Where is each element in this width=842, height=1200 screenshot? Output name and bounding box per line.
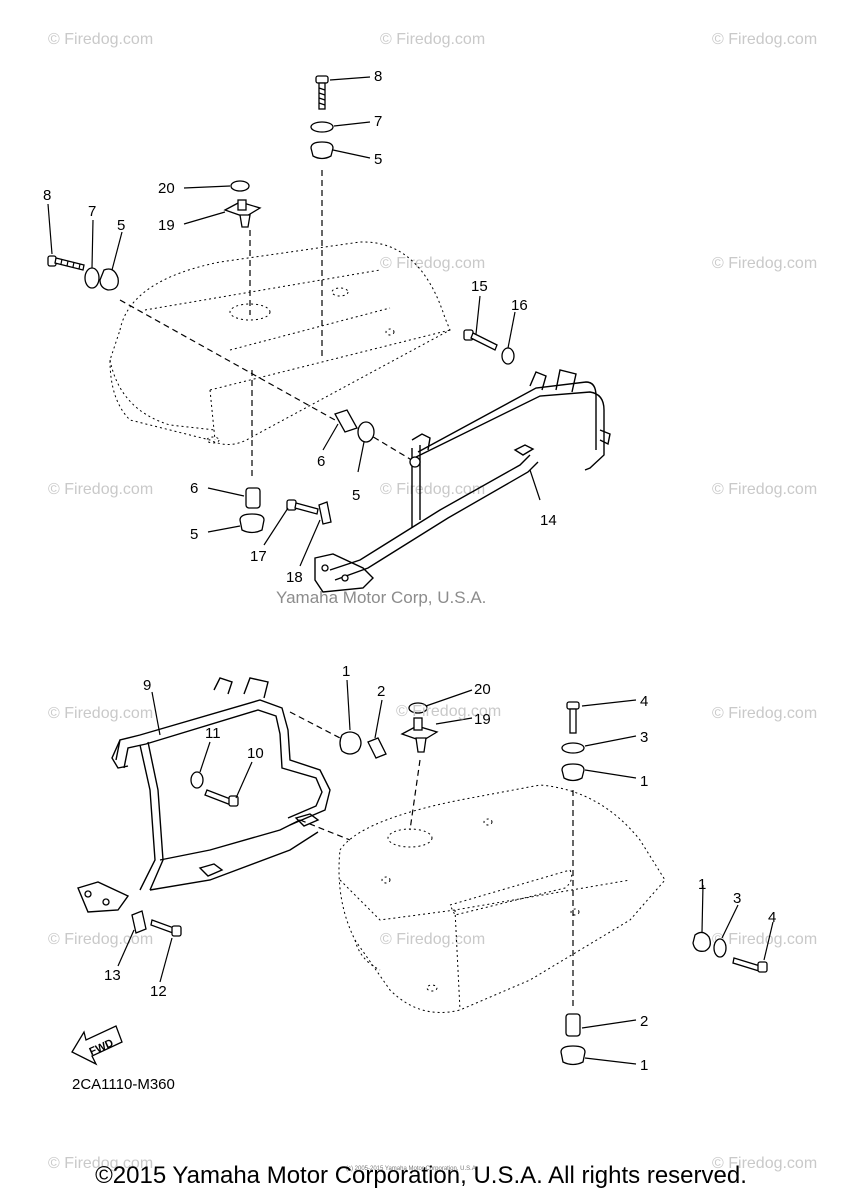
watermark: © Firedog.com (380, 255, 485, 272)
bolt-4-top (566, 701, 580, 734)
callout-19: 19 (158, 217, 175, 234)
watermark: © Firedog.com (380, 481, 485, 498)
callout-4: 4 (768, 909, 776, 926)
spacer (334, 409, 358, 433)
leader-lines (117, 679, 774, 1065)
callout-7: 7 (374, 113, 382, 130)
callout-11: 11 (205, 725, 221, 742)
callout-6: 6 (190, 480, 198, 497)
watermark: © Firedog.com (48, 481, 153, 498)
bolt-top (315, 75, 329, 110)
callout-1: 1 (342, 663, 350, 680)
bolt-left (47, 255, 85, 271)
spacer (565, 1013, 581, 1037)
callout-5: 5 (117, 217, 125, 234)
callout-5: 5 (190, 526, 198, 543)
copyright-notice: ©2015 Yamaha Motor Corporation, U.S.A. A… (95, 1162, 747, 1189)
grommet (561, 763, 585, 782)
watermark: © Firedog.com (380, 31, 485, 48)
grommet (357, 421, 375, 443)
latch-pin (400, 717, 439, 753)
watermark: © Firedog.com (712, 481, 817, 498)
watermark: © Firedog.com (48, 705, 153, 722)
callout-3: 3 (640, 729, 648, 746)
callout-8: 8 (43, 187, 51, 204)
callout-18: 18 (286, 569, 303, 586)
callout-20: 20 (158, 180, 175, 197)
plate (318, 501, 332, 525)
callout-15: 15 (471, 278, 488, 295)
watermark: © Firedog.com (712, 931, 817, 948)
spacer (367, 737, 387, 759)
callout-1: 1 (640, 1057, 648, 1074)
bolt-4-side (732, 957, 768, 973)
grommet (692, 931, 711, 952)
grommet (310, 141, 334, 160)
bolt-15 (463, 329, 498, 351)
watermark: © Firedog.com (48, 31, 153, 48)
callout-6: 6 (317, 453, 325, 470)
washer (561, 742, 585, 754)
watermark: © Firedog.com (712, 255, 817, 272)
watermark-inline: © Firedog.com (396, 703, 501, 720)
callout-17: 17 (250, 548, 267, 565)
callout-13: 13 (104, 967, 121, 984)
bottom-saddlebag-assembly: 9 11 10 1 2 20 © Firedog.com 19 4 3 1 1 … (71, 663, 776, 1093)
grommet (339, 731, 362, 755)
saddlebag-stay-left (77, 677, 331, 913)
callout-4: 4 (640, 693, 648, 710)
callout-5: 5 (352, 487, 360, 504)
callout-3: 3 (733, 890, 741, 907)
spacer (245, 487, 261, 509)
callout-10: 10 (247, 745, 264, 762)
plate (131, 910, 147, 934)
washer (310, 121, 334, 133)
washer (84, 267, 100, 289)
callout-16: 16 (511, 297, 528, 314)
callout-5: 5 (374, 151, 382, 168)
washer (501, 347, 515, 365)
watermark: © Firedog.com (48, 931, 153, 948)
callout-8: 8 (374, 68, 382, 85)
callout-7: 7 (88, 203, 96, 220)
callout-9: 9 (143, 677, 151, 694)
callout-1: 1 (640, 773, 648, 790)
grommet (239, 513, 265, 534)
callout-2: 2 (377, 683, 385, 700)
callout-2: 2 (640, 1013, 648, 1030)
bolt-10 (204, 789, 239, 807)
latch-pin (223, 199, 262, 228)
fwd-arrow-icon: FWD (71, 1025, 123, 1066)
grommet (560, 1045, 586, 1066)
callout-1: 1 (698, 876, 706, 893)
callout-14: 14 (540, 512, 557, 529)
o-ring (408, 702, 428, 714)
bolt-12 (150, 919, 182, 937)
watermarks: © Firedog.com © Firedog.com © Firedog.co… (48, 31, 817, 1172)
watermark: © Firedog.com (712, 705, 817, 722)
watermark: © Firedog.com (712, 31, 817, 48)
diagram-code: 2CA1110-M360 (72, 1076, 175, 1093)
leader-lines (47, 76, 541, 567)
watermark: © Firedog.com (380, 931, 485, 948)
top-saddlebag-assembly: 8 7 5 20 19 8 7 5 15 16 6 5 6 5 17 18 14… (43, 68, 611, 607)
bolt-17 (286, 499, 319, 515)
callout-12: 12 (150, 983, 167, 1000)
sub-credit: Yamaha Motor Corp, U.S.A. (276, 588, 486, 607)
watermark: © Firedog.com (712, 1155, 817, 1172)
grommet (99, 268, 119, 291)
tiny-credit: (c) 2005-2015 Yamaha Motor Corporation, … (346, 1166, 478, 1172)
washer (713, 938, 727, 958)
saddlebag-stay-right (314, 369, 611, 593)
o-ring (230, 180, 250, 192)
watermark: © Firedog.com (48, 1155, 153, 1172)
callout-19: 19 (474, 711, 491, 728)
washer (190, 771, 204, 789)
callout-20: 20 (474, 681, 491, 698)
